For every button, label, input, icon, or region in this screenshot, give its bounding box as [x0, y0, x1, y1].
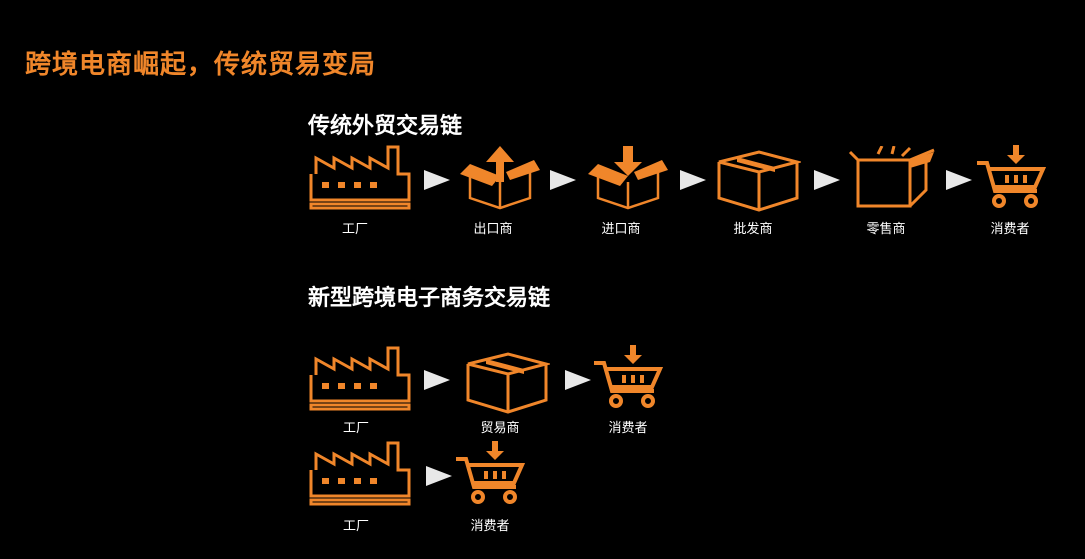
node-label: 消费者 [470, 519, 510, 534]
box-export-icon [458, 146, 542, 210]
arrow-icon [426, 466, 452, 486]
box-import-icon [586, 146, 670, 210]
page-title: 跨境电商崛起，传统贸易变局 [25, 50, 377, 80]
box-open-icon [848, 146, 936, 210]
factory-icon [308, 345, 412, 411]
factory-icon [308, 144, 412, 210]
node-label: 出口商 [473, 222, 513, 237]
arrow-icon [424, 170, 450, 190]
node-label: 批发商 [733, 222, 773, 237]
node-label: 进口商 [601, 222, 641, 237]
factory-icon [308, 440, 412, 506]
box-closed-icon [715, 148, 801, 212]
arrow-icon [565, 370, 591, 390]
node-label: 工厂 [341, 222, 369, 237]
cart-icon [592, 345, 664, 411]
new-chain-heading: 新型跨境电子商务交易链 [308, 286, 551, 311]
cart-icon [975, 145, 1047, 211]
node-label: 工厂 [342, 519, 370, 534]
arrow-icon [680, 170, 706, 190]
traditional-chain-heading: 传统外贸交易链 [308, 114, 463, 139]
arrow-icon [550, 170, 576, 190]
node-label: 消费者 [990, 222, 1030, 237]
arrow-icon [424, 370, 450, 390]
box-closed-icon [464, 350, 550, 414]
node-label: 贸易商 [480, 421, 520, 436]
arrow-icon [814, 170, 840, 190]
node-label: 零售商 [866, 222, 906, 237]
node-label: 工厂 [342, 421, 370, 436]
node-label: 消费者 [608, 421, 648, 436]
arrow-icon [946, 170, 972, 190]
cart-icon [454, 441, 526, 507]
